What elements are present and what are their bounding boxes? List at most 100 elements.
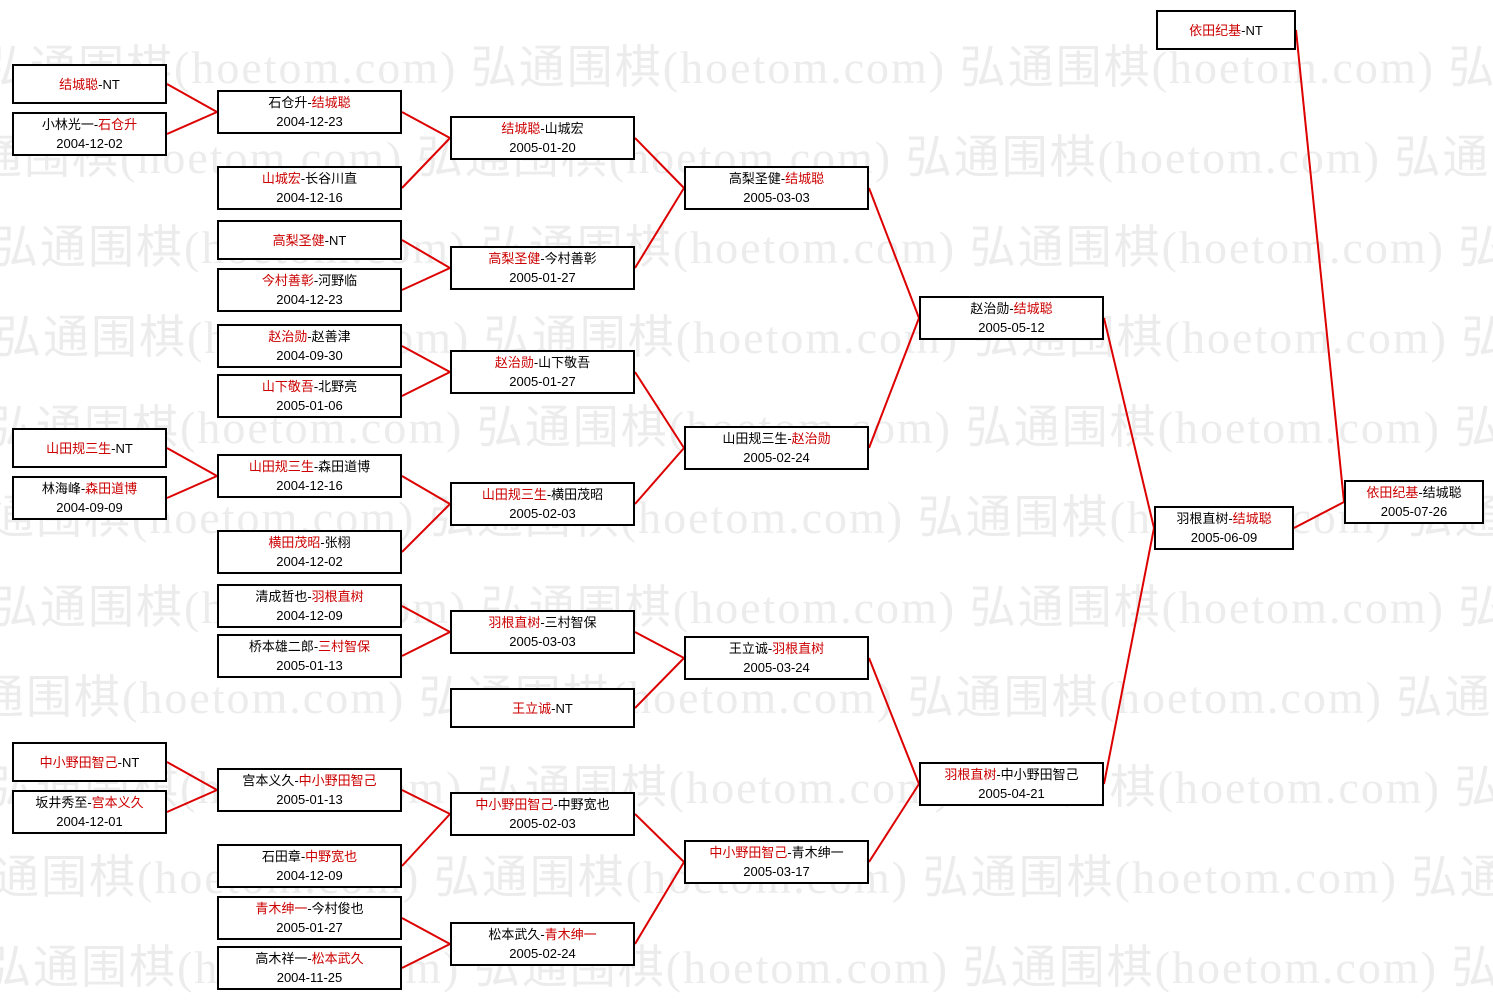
match-box[interactable]: 清成哲也-羽根直树 2004-12-09 — [217, 584, 402, 628]
match-box[interactable]: 山田规三生-NT — [12, 428, 167, 468]
match-box[interactable]: 高梨圣健-结城聪 2005-03-03 — [684, 166, 869, 210]
match-players: 高梨圣健-今村善彰 — [488, 249, 596, 268]
connector-line — [401, 943, 451, 969]
connector-line — [166, 475, 218, 499]
match-date: 2005-01-06 — [276, 398, 343, 413]
winner-name: 赵治勋 — [791, 431, 831, 446]
connector-line — [634, 371, 685, 449]
player-name: -张栩 — [320, 535, 351, 550]
match-players: 羽根直树-结城聪 — [1176, 509, 1271, 528]
winner-name: 结城聪 — [311, 95, 351, 110]
connector-line — [1103, 317, 1155, 529]
watermark-text: 弘通围棋(hoetom.com) 弘通围棋(hoetom.com) 弘通围棋(h… — [0, 672, 1493, 723]
player-name: 松本武久- — [488, 927, 545, 942]
match-players: 宫本义久-中小野田智己 — [242, 771, 376, 790]
connector-line — [634, 631, 685, 659]
match-box[interactable]: 结城聪-NT — [12, 64, 167, 104]
match-players: 清成哲也-羽根直树 — [255, 587, 363, 606]
match-players: 高梨圣健-结城聪 — [729, 169, 824, 188]
match-box[interactable]: 依田纪基-NT — [1156, 10, 1296, 50]
winner-name: 赵治勋 — [268, 329, 308, 344]
connector-line — [166, 789, 218, 813]
match-box[interactable]: 山田规三生-赵治勋 2005-02-24 — [684, 426, 869, 470]
winner-name: 中小野田智己 — [709, 845, 788, 860]
match-players: 今村善彰-河野临 — [262, 271, 357, 290]
match-players: 松本武久-青木绅一 — [488, 925, 596, 944]
winner-name: 中小野田智己 — [298, 773, 377, 788]
match-players: 坂井秀至-宫本义久 — [35, 793, 143, 812]
match-box[interactable]: 结城聪-山城宏 2005-01-20 — [450, 116, 635, 160]
winner-name: 结城聪 — [1013, 301, 1053, 316]
match-players: 高梨圣健-NT — [273, 231, 347, 250]
match-box[interactable]: 松本武久-青木绅一 2005-02-24 — [450, 922, 635, 966]
player-name: -河野临 — [313, 273, 358, 288]
match-date: 2005-02-24 — [509, 946, 576, 961]
match-date: 2005-03-03 — [743, 190, 810, 205]
player-name: 山田规三生- — [722, 431, 792, 446]
winner-name: 中小野田智己 — [39, 754, 118, 770]
match-players: 依田纪基-结城聪 — [1366, 483, 1461, 502]
match-players: 结城聪-山城宏 — [501, 119, 583, 138]
match-box[interactable]: 高梨圣健-NT — [217, 220, 402, 260]
player-name: -今村俊也 — [307, 901, 364, 916]
connector-line — [401, 345, 451, 373]
match-date: 2005-02-24 — [743, 450, 810, 465]
match-date: 2004-12-09 — [276, 608, 343, 623]
player-name: -结城聪 — [1418, 485, 1462, 500]
connector-line — [401, 605, 451, 633]
match-players: 高木祥一-松本武久 — [255, 949, 363, 968]
winner-name: 青木绅一 — [544, 927, 597, 942]
winner-name: 赵治勋 — [494, 355, 534, 370]
player-name: -森田道博 — [313, 459, 371, 474]
player-name: 坂井秀至- — [35, 795, 92, 810]
match-box[interactable]: 中小野田智己-NT — [12, 742, 167, 782]
match-date: 2005-01-20 — [509, 140, 576, 155]
player-name: 高梨圣健- — [728, 171, 786, 186]
match-date: 2005-03-17 — [743, 864, 810, 879]
winner-name: 宫本义久 — [91, 795, 144, 810]
player-name: 清成哲也- — [255, 589, 312, 604]
player-name: -北野亮 — [313, 379, 358, 394]
match-date: 2005-02-03 — [509, 506, 576, 521]
connector-line — [634, 137, 685, 189]
match-date: 2004-12-16 — [276, 190, 343, 205]
connector-line — [401, 631, 451, 657]
match-date: 2004-09-09 — [56, 500, 123, 515]
player-name: -横田茂昭 — [546, 487, 604, 502]
match-players: 中小野田智己-NT — [40, 753, 140, 772]
winner-name: 山田规三生 — [248, 459, 314, 474]
connector-line — [401, 137, 451, 189]
connector-line — [1293, 501, 1345, 529]
match-players: 依田纪基-NT — [1189, 21, 1263, 40]
winner-name: 结城聪 — [785, 171, 825, 186]
match-players: 石仓升-结城聪 — [268, 93, 350, 112]
match-box[interactable]: 王立诚-NT — [450, 688, 635, 728]
